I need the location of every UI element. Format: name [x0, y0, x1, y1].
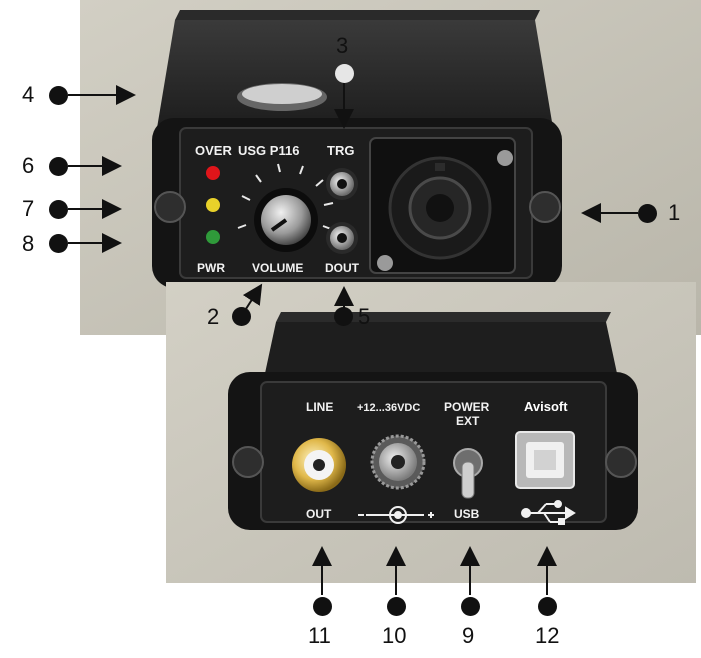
front-panel-photo: OVER USG P116 TRG PWR VOLUME DOUT	[80, 0, 701, 335]
dc-power-jack[interactable]	[370, 434, 426, 490]
dc-polarity-icon	[358, 506, 434, 524]
callout-3: 3	[336, 33, 349, 58]
status-leds	[206, 166, 220, 244]
volume-label: VOLUME	[252, 261, 303, 275]
callout-7: 7	[22, 196, 35, 221]
callout-9: 9	[462, 623, 475, 648]
over-label: OVER	[195, 143, 232, 158]
callout-dot-3	[335, 64, 354, 83]
rear-panel-photo: LINE +12...36VDC POWER EXT Avisoft OUT U…	[166, 282, 696, 583]
front-device-illustration: OVER USG P116 TRG PWR VOLUME DOUT	[80, 0, 701, 335]
ext-label: EXT	[456, 414, 480, 428]
model-label: USG P116	[238, 143, 299, 158]
callout-10: 10	[382, 623, 407, 648]
callout-dot-9	[461, 597, 480, 616]
callout-dot-10	[387, 597, 406, 616]
usb-icon	[521, 500, 576, 525]
callout-dot-6	[49, 157, 68, 176]
callout-11: 11	[308, 623, 331, 648]
usb-port[interactable]	[515, 431, 575, 489]
callout-8: 8	[22, 231, 35, 256]
trg-label: TRG	[327, 143, 354, 158]
callout-dot-7	[49, 200, 68, 219]
over-led	[206, 166, 220, 180]
usb-label: USB	[454, 507, 480, 521]
callout-12: 12	[535, 623, 560, 648]
callout-5: 5	[358, 304, 371, 329]
dout-jack[interactable]	[326, 222, 358, 254]
speaker-connector[interactable]	[369, 137, 516, 274]
callout-1: 1	[668, 200, 681, 225]
power-toggle-switch[interactable]	[453, 448, 483, 499]
dout-label: DOUT	[325, 261, 360, 275]
callout-6: 6	[22, 153, 35, 178]
callout-dot-4	[49, 86, 68, 105]
trigger-led	[206, 198, 220, 212]
rear-device-illustration: LINE +12...36VDC POWER EXT Avisoft OUT U…	[166, 282, 696, 583]
line-label: LINE	[306, 400, 333, 414]
callout-4: 4	[22, 82, 35, 107]
callout-dot-8	[49, 234, 68, 253]
line-out-jack[interactable]	[292, 438, 346, 492]
callout-dot-5	[334, 307, 353, 326]
volume-knob[interactable]	[254, 188, 318, 252]
pwr-label: PWR	[197, 261, 225, 275]
power-label: POWER	[444, 400, 490, 414]
out-label: OUT	[306, 507, 332, 521]
callout-dot-2	[232, 307, 251, 326]
dc-input-label: +12...36VDC	[357, 402, 420, 414]
callout-dot-1	[638, 204, 657, 223]
callout-2: 2	[207, 304, 220, 329]
avisoft-logo: Avisoft	[524, 399, 568, 414]
trg-jack[interactable]	[326, 168, 358, 200]
callout-dot-12	[538, 597, 557, 616]
callout-dot-11	[313, 597, 332, 616]
power-led	[206, 230, 220, 244]
